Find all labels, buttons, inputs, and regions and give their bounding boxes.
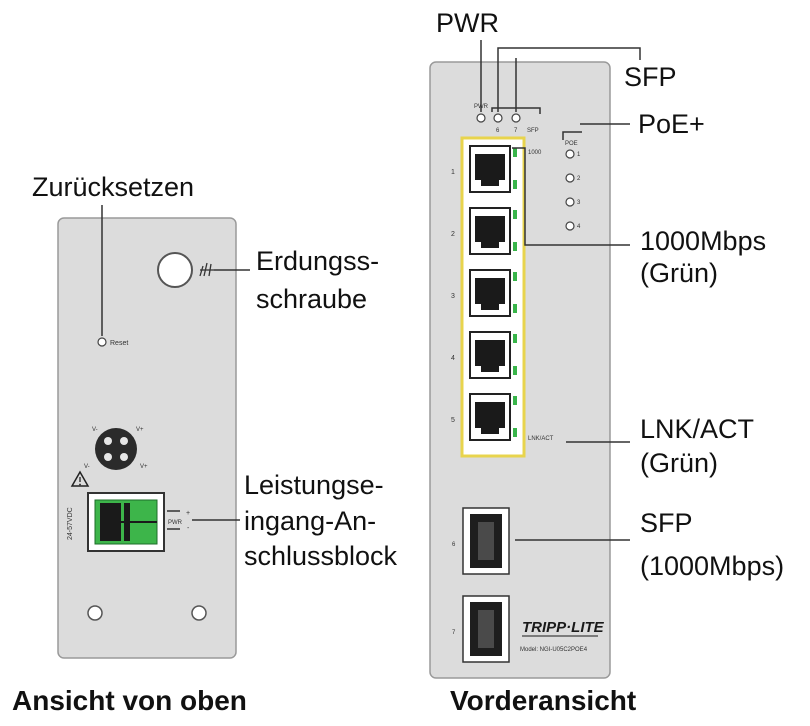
rj45-port-list [469,145,517,441]
label-lnkact-line1: LNK/ACT [640,414,754,444]
poe-led-3-label: 3 [577,200,581,206]
poe-led-4 [565,221,575,231]
poe-led-3 [565,197,575,207]
dc-connector [95,428,137,470]
sfp-port-number: 7 [452,630,456,636]
rj45-led-top [513,334,517,343]
terminal-plus-mark: + [186,510,190,517]
dc-connector-marks: V- V+ V- V+ [84,427,148,470]
reset-silk: Reset [110,340,128,347]
rj45-port-number: 3 [451,293,455,300]
rj45-port-number: 2 [451,231,455,238]
rj45-led-bottom [513,304,517,313]
svg-text:V+: V+ [136,427,144,433]
caption-top-view: Ansicht von oben [12,685,247,716]
label-power-line3: schlussblock [244,541,398,571]
rj45-port [469,331,517,379]
poe-led-1-label: 1 [577,152,581,158]
led-7-silk: 7 [514,128,518,134]
rj45-port [469,393,517,441]
caption-front-view: Vorderansicht [450,685,636,716]
led-6-silk: 6 [496,128,500,134]
sfp-port [462,507,510,575]
warning-icon [70,470,90,487]
svg-text:V-: V- [84,464,90,470]
rj45-led-top [513,148,517,157]
label-sfp-led: SFP [624,62,677,92]
led-sfp6 [493,113,503,123]
label-reset: Zurücksetzen [32,172,194,202]
poe-silk: POE [565,141,578,147]
led-pwr [476,113,486,123]
label-sfp-port-line1: SFP [640,508,693,538]
terminal-minus-mark: - [187,525,190,532]
label-pwr: PWR [436,8,499,38]
top-view-device: Reset V- V+ V- V+ 24-57VDC PWR + - [57,217,237,659]
rj45-port [469,145,517,193]
sfp-port-list [462,507,510,663]
voltage-silk: 24-57VDC [67,507,74,540]
lnkact-silk: LNK/ACT [528,436,554,442]
front-view-leaders [480,40,641,541]
label-lnkact-line2: (Grün) [640,448,718,478]
rj45-port [469,269,517,317]
label-poe: PoE+ [638,109,705,139]
label-sfp-port-line2: (1000Mbps) [640,551,784,581]
label-power-line1: Leistungse- [244,470,384,500]
ground-screw [157,252,193,288]
rj45-led-top [513,272,517,281]
svg-text:V+: V+ [140,464,148,470]
poe-led-2-label: 2 [577,176,581,182]
dc-connector-pins [104,437,128,461]
led-sfp-silk: SFP [527,128,539,134]
top-panel [57,217,237,659]
rj45-port-number: 1 [451,169,455,176]
g1000-silk: 1000 [528,150,542,156]
sfp-port-number: 6 [452,542,456,548]
rj45-number-list: 1 2 3 4 5 [451,169,455,424]
brand-logo: TRIPP·LITE [522,619,605,636]
led-sfp7 [511,113,521,123]
label-1000mbps-line1: 1000Mbps [640,226,766,256]
sfp-number-list: 67 [452,542,456,636]
rj45-led-bottom [513,428,517,437]
label-ground-line2: schraube [256,284,367,314]
rj45-port [469,207,517,255]
mount-hole-right [191,605,207,621]
poe-led-2 [565,173,575,183]
rj45-led-bottom [513,366,517,375]
poe-led-1 [565,149,575,159]
rj45-port-number: 4 [451,355,455,362]
ground-symbol-icon [199,262,214,277]
mount-hole-left [87,605,103,621]
label-1000mbps-line2: (Grün) [640,258,718,288]
label-power-line2: ingang-An- [244,506,376,536]
model-silk: Model: NGI-U05C2POE4 [520,647,588,653]
poe-led-4-label: 4 [577,224,581,230]
top-view-leaders [101,205,250,521]
rj45-led-top [513,210,517,219]
rj45-led-top [513,396,517,405]
poe-led-list: 1 2 3 4 [565,149,581,231]
label-ground-line1: Erdungss- [256,246,379,276]
rj45-led-bottom [513,180,517,189]
rj45-led-bottom [513,242,517,251]
reset-hole [97,337,107,347]
svg-text:V-: V- [92,427,98,433]
terminal-pwr-silk: PWR [168,520,183,526]
sfp-port [462,595,510,663]
rj45-port-number: 5 [451,417,455,424]
